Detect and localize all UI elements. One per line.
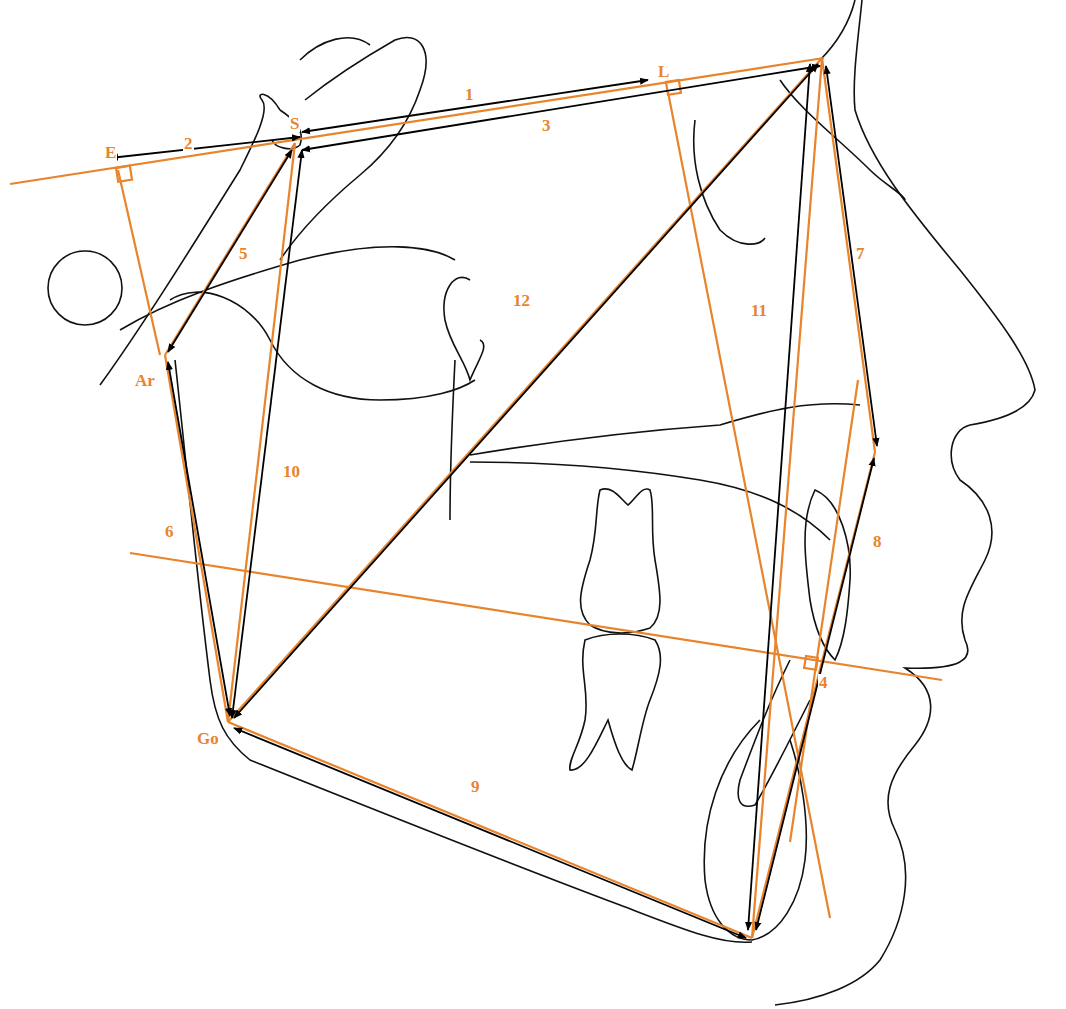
callout-number: 12 xyxy=(512,292,531,309)
callout-number: 10 xyxy=(282,463,301,480)
callout-number: 3 xyxy=(541,117,552,134)
callout-number: 11 xyxy=(750,302,768,319)
callout-number: 9 xyxy=(470,778,481,795)
callout-number: 5 xyxy=(238,245,249,262)
point-label: Go xyxy=(196,730,220,747)
callout-number: 7 xyxy=(855,245,866,262)
measurement-arrows xyxy=(110,64,877,938)
point-label: Ar xyxy=(134,372,156,389)
callout-number: 2 xyxy=(183,135,194,152)
callout-number: 1 xyxy=(464,86,475,103)
callout-number: 6 xyxy=(164,523,175,540)
anatomy-outline xyxy=(48,0,1035,1005)
point-label: E xyxy=(104,144,117,161)
point-label: L xyxy=(657,63,670,80)
callout-number: 8 xyxy=(872,533,883,550)
construction-lines xyxy=(10,58,942,938)
callout-number: 4 xyxy=(818,674,829,691)
point-label: S xyxy=(289,115,300,132)
